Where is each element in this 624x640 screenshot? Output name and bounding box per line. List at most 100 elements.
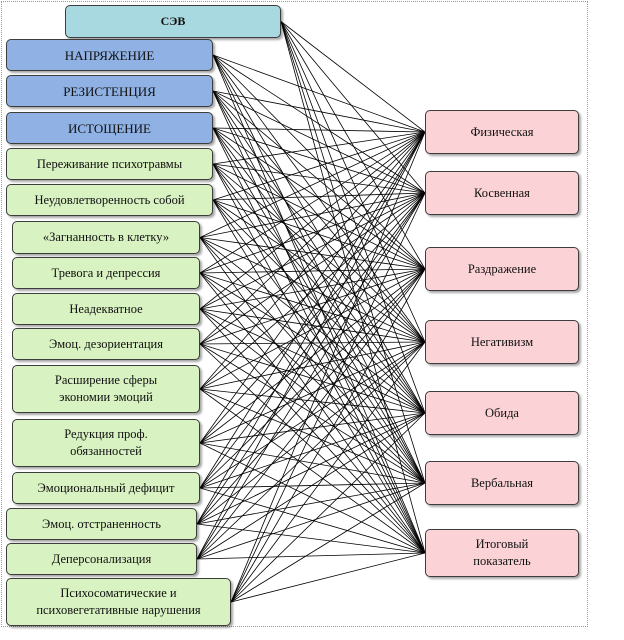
connection-line-2-1 (212, 90, 426, 194)
connection-line-7-0 (199, 131, 426, 274)
node-emocionalnyy-deficit: Эмоциональный дефицит (12, 472, 200, 504)
connection-line-15-1 (230, 192, 426, 603)
connection-line-15-6 (230, 552, 426, 603)
connection-line-4-2 (212, 163, 426, 270)
connection-line-10-6 (199, 388, 426, 554)
connection-line-4-0 (212, 131, 426, 165)
connection-line-12-0 (199, 131, 426, 489)
connection-line-9-5 (199, 343, 426, 484)
connection-line-3-3 (212, 127, 426, 343)
connection-line-11-0 (199, 131, 426, 444)
node-fizicheskaya: Физическая (425, 110, 579, 154)
connection-line-12-4 (199, 412, 426, 489)
connection-line-14-2 (196, 268, 426, 560)
connection-line-8-5 (199, 308, 426, 484)
node-kosvennaya: Косвенная (425, 171, 579, 215)
connection-line-15-0 (230, 131, 426, 603)
connection-line-1-5 (212, 54, 426, 484)
connection-line-10-3 (199, 341, 426, 390)
connection-line-2-0 (212, 90, 426, 133)
connection-line-4-4 (212, 163, 426, 414)
connection-line-11-3 (199, 341, 426, 444)
node-emots-dezorientaciya: Эмоц. дезориентация (12, 328, 200, 360)
connection-line-15-3 (230, 341, 426, 603)
diagram-frame (1, 1, 588, 627)
connection-line-5-0 (212, 131, 426, 201)
connection-line-6-2 (199, 237, 426, 270)
connection-line-1-1 (212, 54, 426, 194)
connection-line-15-4 (230, 412, 426, 603)
connection-line-13-5 (196, 482, 426, 525)
connection-line-11-1 (199, 192, 426, 444)
connection-line-9-0 (199, 131, 426, 345)
connection-line-14-3 (196, 341, 426, 560)
connection-line-10-4 (199, 388, 426, 414)
connection-line-15-2 (230, 268, 426, 603)
connection-line-1-0 (212, 54, 426, 133)
connection-line-12-3 (199, 341, 426, 489)
connection-line-12-2 (199, 268, 426, 489)
connection-line-6-1 (199, 192, 426, 238)
connection-line-13-2 (196, 268, 426, 525)
connection-line-4-6 (212, 163, 426, 554)
connection-line-1-4 (212, 54, 426, 414)
connection-line-2-6 (212, 90, 426, 554)
connection-line-5-2 (212, 199, 426, 270)
connection-line-6-5 (199, 237, 426, 484)
connection-line-0-3 (280, 21, 426, 343)
node-redukciya-prof: Редукция проф. обязанностей (12, 419, 200, 467)
connection-line-10-2 (199, 268, 426, 390)
connection-line-9-2 (199, 268, 426, 345)
connection-line-13-0 (196, 131, 426, 525)
connection-line-14-1 (196, 192, 426, 560)
node-obida: Обида (425, 391, 579, 435)
node-verbalnaya: Вербальная (425, 461, 579, 505)
connection-line-0-5 (280, 21, 426, 484)
connection-line-12-1 (199, 192, 426, 489)
connection-line-8-4 (199, 308, 426, 414)
connection-line-8-2 (199, 268, 426, 310)
connection-line-11-5 (199, 442, 426, 484)
connection-line-13-6 (196, 523, 426, 554)
node-sev: СЭВ (65, 5, 281, 38)
node-neudovletvorennost-soboy: Неудовлетворенность собой (6, 184, 213, 216)
connection-line-6-3 (199, 237, 426, 343)
connection-line-8-0 (199, 131, 426, 310)
connection-line-8-1 (199, 192, 426, 310)
connection-line-9-6 (199, 343, 426, 554)
connection-line-3-0 (212, 127, 426, 133)
connection-line-7-2 (199, 268, 426, 274)
node-perezhivanie-psihotravmy: Переживание психотравмы (6, 148, 213, 180)
node-istoshchenie: ИСТОЩЕНИЕ (6, 112, 213, 144)
node-zagnannost-v-kletku: «Загнанность в клетку» (12, 221, 200, 254)
node-razdrazhenie: Раздражение (425, 247, 579, 291)
node-rasshirenie-sfery: Расширение сферы экономии эмоций (12, 365, 200, 413)
node-psihosomaticheskie: Психосоматические и психовегетативные на… (6, 578, 231, 626)
connection-line-10-5 (199, 388, 426, 484)
connection-line-5-1 (212, 192, 426, 201)
node-napryazhenie: НАПРЯЖЕНИЕ (6, 39, 213, 71)
connection-line-13-4 (196, 412, 426, 525)
connection-line-10-1 (199, 192, 426, 390)
connection-line-5-4 (212, 199, 426, 414)
connection-line-14-5 (196, 482, 426, 560)
connection-line-11-4 (199, 412, 426, 444)
connection-line-14-6 (196, 552, 426, 560)
node-negativizm: Негативизм (425, 320, 579, 364)
node-emots-otstranennost: Эмоц. отстраненность (6, 508, 197, 540)
node-neadekvatnoe: Неадекватное (12, 293, 200, 325)
connection-line-9-1 (199, 192, 426, 345)
connection-line-0-4 (280, 21, 426, 414)
connection-line-11-6 (199, 442, 426, 554)
connection-line-7-1 (199, 192, 426, 274)
connection-line-0-1 (280, 21, 426, 194)
connection-line-7-6 (199, 272, 426, 554)
connection-line-3-5 (212, 127, 426, 484)
connection-line-14-0 (196, 131, 426, 560)
connection-line-6-0 (199, 131, 426, 238)
connection-line-5-6 (212, 199, 426, 554)
node-rezistenciya: РЕЗИСТЕНЦИЯ (6, 75, 213, 107)
connection-line-14-4 (196, 412, 426, 560)
